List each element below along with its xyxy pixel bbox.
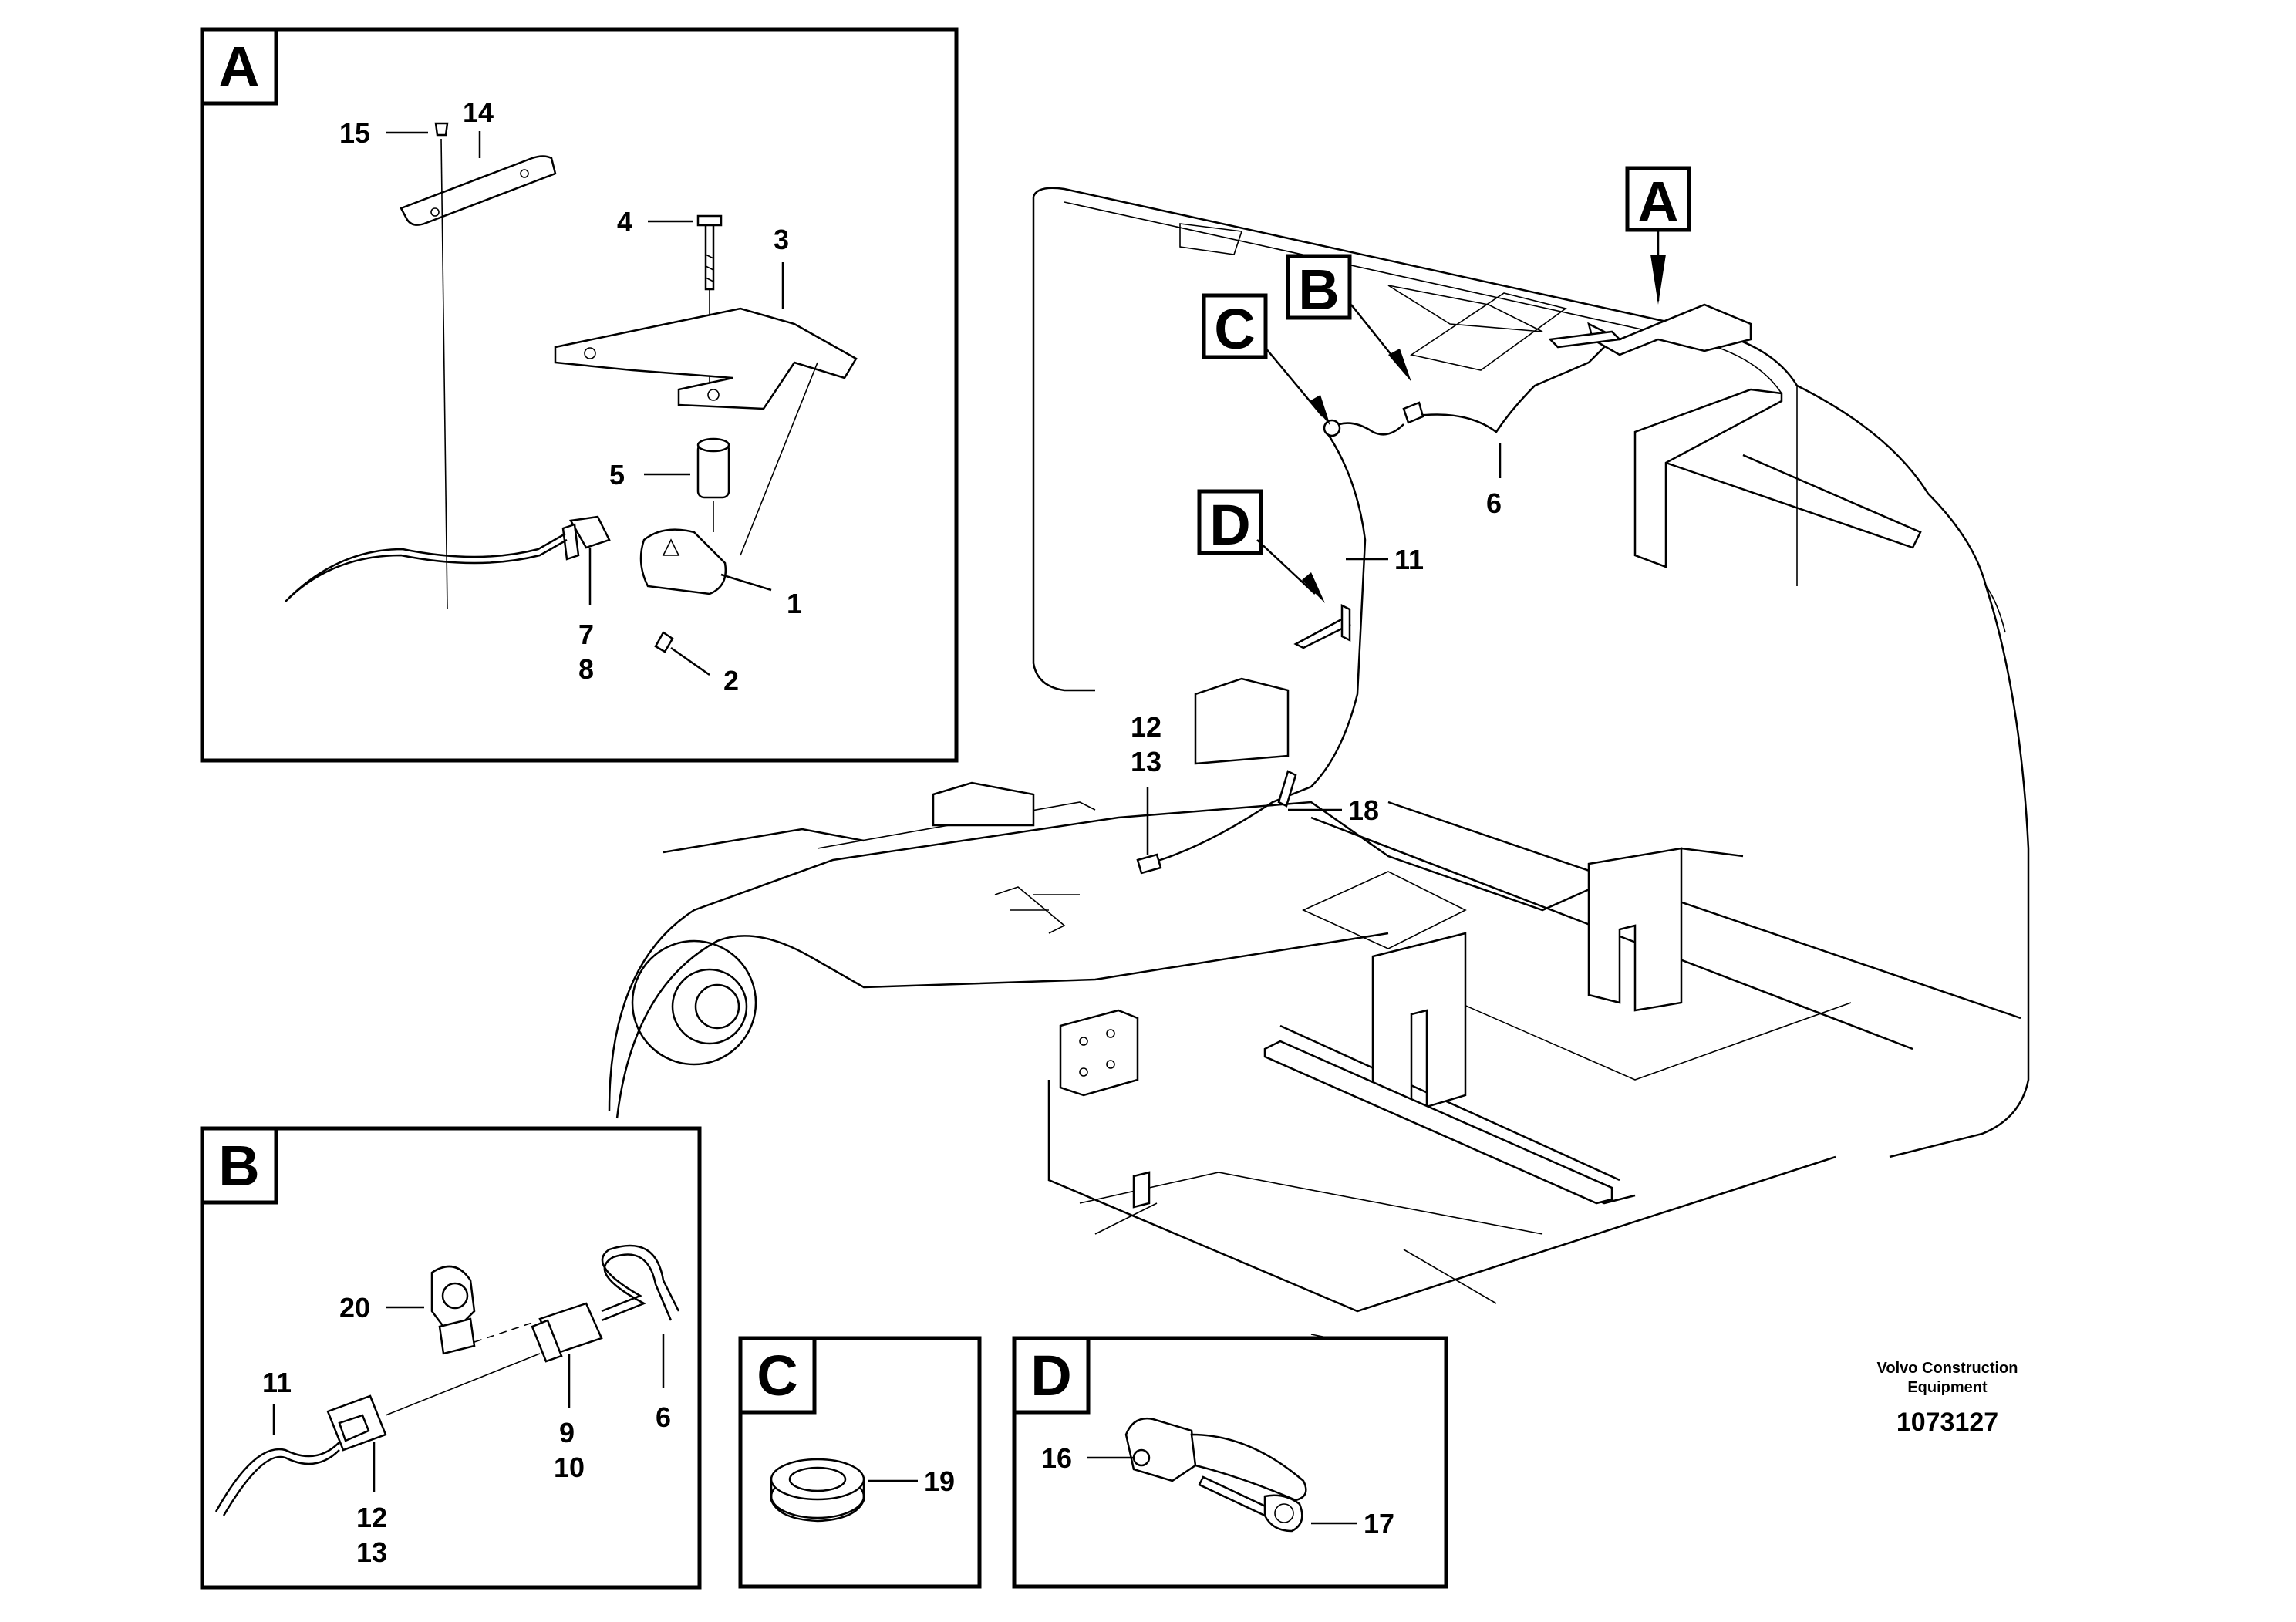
callout-18: 18 <box>1348 794 1379 826</box>
detail-view-a: A 14 15 4 3 5 1 <box>200 27 959 763</box>
b-callout-12: 12 <box>356 1502 387 1533</box>
b-callout-10: 10 <box>554 1452 585 1483</box>
main-tag-c-letter: C <box>1214 297 1255 361</box>
document-number: 1073127 <box>1896 1408 1998 1437</box>
a-callout-5: 5 <box>609 459 625 491</box>
main-callouts: 11 6 12 13 18 <box>1131 443 1502 855</box>
a-callout-14: 14 <box>463 96 494 128</box>
main-tag-a-letter: A <box>1637 170 1678 234</box>
callout-13: 13 <box>1131 746 1161 777</box>
b-callout-20: 20 <box>339 1292 370 1324</box>
c-callout-19: 19 <box>924 1465 955 1497</box>
detail-view-c: C 19 <box>738 1336 982 1589</box>
d-callout-16: 16 <box>1041 1442 1072 1474</box>
detail-c-tag: C <box>757 1344 797 1408</box>
footer: Volvo Construction Equipment 1073127 <box>1877 1360 2018 1437</box>
main-tag-b: B <box>1286 254 1411 382</box>
maker-name-line2: Equipment <box>1907 1379 1988 1396</box>
main-tag-d: D <box>1197 489 1325 603</box>
callout-12: 12 <box>1131 711 1161 743</box>
detail-b-tag: B <box>218 1134 259 1198</box>
harness-11 <box>1147 431 1367 865</box>
detail-view-b: B 11 12 13 20 9 10 6 <box>200 1126 702 1590</box>
detail-d-tag: D <box>1030 1344 1071 1408</box>
detail-view-d: D 16 17 <box>1012 1336 1448 1589</box>
b-callout-13: 13 <box>356 1536 387 1568</box>
b-callout-9: 9 <box>559 1417 575 1448</box>
a-callout-2: 2 <box>723 665 739 696</box>
main-tag-a: A <box>1625 166 1691 305</box>
callout-11: 11 <box>1394 544 1424 575</box>
main-tag-c: C <box>1202 293 1330 426</box>
main-tag-d-letter: D <box>1209 493 1250 557</box>
b-callout-11: 11 <box>262 1367 292 1398</box>
a-callout-7: 7 <box>578 619 594 650</box>
main-assembly-drawing <box>608 187 2030 1351</box>
detail-a-tag: A <box>218 35 259 99</box>
maker-name-line1: Volvo Construction <box>1877 1360 2018 1377</box>
d-callout-17: 17 <box>1364 1508 1394 1539</box>
a-callout-15: 15 <box>339 117 370 149</box>
b-callout-6: 6 <box>656 1401 671 1433</box>
main-tag-b-letter: B <box>1298 258 1339 322</box>
upper-frame <box>608 801 1744 1111</box>
callout-6: 6 <box>1486 487 1502 519</box>
a-callout-3: 3 <box>774 224 789 255</box>
cab-outline <box>1032 187 2030 1158</box>
a-callout-1: 1 <box>787 588 802 619</box>
a-callout-4: 4 <box>617 206 632 238</box>
a-callout-8: 8 <box>578 653 594 685</box>
